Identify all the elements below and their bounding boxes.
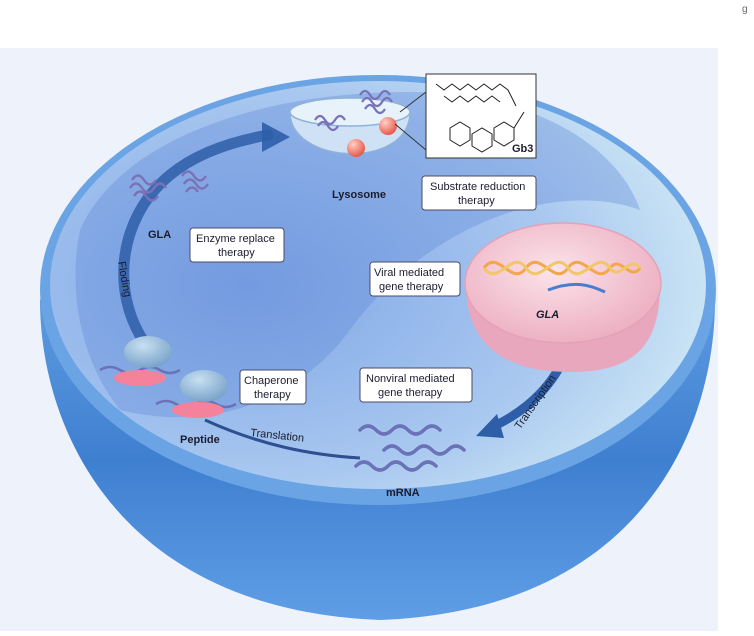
viral-gene-callout: Viral mediated gene therapy xyxy=(369,261,461,297)
mrna-strands xyxy=(354,424,466,472)
ribosome-2 xyxy=(155,370,237,418)
substrate-reduction-callout: Substrate reduction therapy xyxy=(421,175,537,211)
chaperone-callout: Chaperone therapy xyxy=(239,369,307,405)
enzyme-replace-line1: Enzyme replace xyxy=(196,233,275,245)
translation-arrow xyxy=(204,418,361,460)
gb3-label: Gb3 xyxy=(512,143,533,155)
viral-gene-line2: gene therapy xyxy=(379,281,444,293)
nonviral-gene-line2: gene therapy xyxy=(378,387,443,399)
zoom-line-top xyxy=(399,91,427,113)
dna-helix xyxy=(482,260,642,294)
nonviral-gene-callout: Nonviral mediated gene therapy xyxy=(359,367,473,403)
folding-arrowhead xyxy=(262,122,290,152)
zoom-line-bottom xyxy=(394,123,427,151)
cytoplasm-shade xyxy=(75,91,641,418)
lysosome-label: Lysosome xyxy=(332,189,386,201)
lysosome xyxy=(289,89,411,157)
enzyme-replace-line2: therapy xyxy=(218,247,255,259)
chaperone-line2: therapy xyxy=(254,389,291,401)
gla-protein-label: GLA xyxy=(148,229,171,241)
substrate-reduction-line1: Substrate reduction xyxy=(430,181,525,193)
gla-gene-label: GLA xyxy=(536,309,559,321)
corner-mark: g xyxy=(742,4,748,15)
gb3-structure-panel xyxy=(425,73,537,159)
peptide-label: Peptide xyxy=(180,434,220,446)
lysosome-enzyme xyxy=(314,89,393,132)
substrate-reduction-line2: therapy xyxy=(458,195,495,207)
viral-gene-line1: Viral mediated xyxy=(374,267,444,279)
enzyme-replace-callout: Enzyme replace therapy xyxy=(189,227,285,263)
translation-label: Translation xyxy=(250,427,305,445)
chaperone-line1: Chaperone xyxy=(244,375,298,387)
gla-enzymes xyxy=(129,170,209,202)
mrna-label: mRNA xyxy=(386,487,420,499)
ribosome-1 xyxy=(99,336,181,386)
nonviral-gene-line1: Nonviral mediated xyxy=(366,373,455,385)
nucleus xyxy=(464,222,662,372)
transcription-arrowhead xyxy=(476,414,504,438)
